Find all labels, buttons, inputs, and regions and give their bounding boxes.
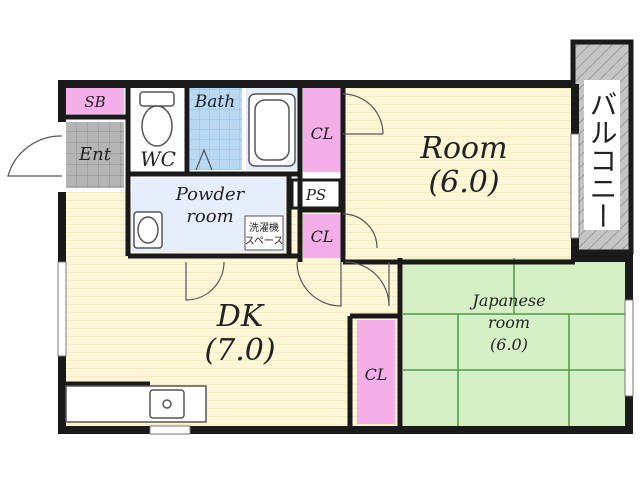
japanese-room-size: (6.0)	[490, 335, 528, 354]
ps-label: PS	[305, 186, 326, 204]
closet-japanese-label: CL	[365, 365, 388, 384]
closet-middle	[303, 214, 341, 258]
bathtub-icon	[248, 93, 296, 167]
closet-room-label: CL	[311, 124, 334, 143]
wc-label: WC	[140, 147, 176, 171]
powder-room-label-line2: room	[186, 206, 233, 227]
room-size: (6.0)	[428, 165, 499, 200]
room-name: Room	[419, 131, 507, 166]
doors	[7, 93, 390, 307]
sink-icon	[133, 211, 163, 249]
bath-label: Bath	[194, 92, 235, 112]
japanese-room-label-line2: room	[488, 313, 530, 332]
dk-size: (7.0)	[204, 333, 275, 368]
powder-room-label-line1: Powder	[175, 184, 246, 205]
tatami-lines	[403, 258, 625, 426]
closet-room	[303, 88, 341, 172]
balcony	[570, 39, 634, 255]
shoe-box	[66, 88, 124, 114]
japanese-room-label-line1: Japanese	[469, 291, 545, 310]
washer-space-label-line1: 洗濯機	[249, 221, 279, 234]
entrance-floor	[66, 122, 124, 188]
balcony-label: バルコニー	[586, 90, 619, 230]
kitchen-counter	[65, 385, 207, 423]
dk-name: DK	[216, 299, 265, 334]
windows	[57, 133, 634, 435]
ent-label: Ent	[78, 144, 112, 165]
bath-floor	[190, 88, 242, 170]
closet-middle-label: CL	[311, 227, 334, 246]
toilet-icon	[139, 91, 175, 147]
washer-space	[244, 215, 284, 251]
interior-walls	[62, 86, 575, 430]
closet-japanese	[357, 320, 395, 424]
washer-space-label-line2: スペース	[245, 236, 284, 247]
sb-label: SB	[84, 93, 105, 111]
